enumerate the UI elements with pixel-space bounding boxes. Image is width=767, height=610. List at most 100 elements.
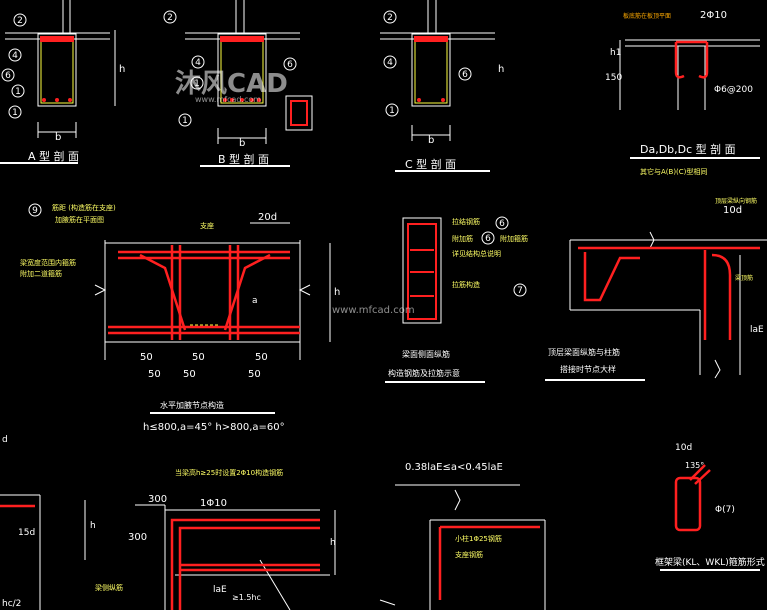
callout-1-b2: 1 (182, 116, 188, 126)
callout-circles (1, 10, 527, 297)
callout-1-c: 1 (389, 106, 395, 116)
label-mid-5: 拉筋构造 (452, 280, 480, 289)
section-d (619, 39, 760, 159)
dim-b-c: b (428, 135, 434, 146)
watermark-url-1: www.mfcad.com (195, 95, 261, 104)
label-mid-4: 详见结构总说明 (452, 249, 501, 258)
label-right-1: 顶层梁纵向钢筋 (715, 197, 757, 205)
dim-300-side: 300 (128, 532, 147, 543)
bottom-left-detail (0, 494, 336, 610)
note-haunch-mid: 支座 (200, 221, 214, 230)
caption-c: C 型 剖 面 (405, 157, 456, 171)
dim-10d-right: 10d (723, 205, 742, 216)
watermark-brand: 沐风CAD (175, 69, 288, 99)
caption-mid-1: 梁面侧面纵筋 (402, 349, 450, 359)
dim-lae-right: laE (750, 325, 764, 335)
dim-lae-bl: laE (213, 585, 227, 595)
callout-4-a: 4 (12, 51, 18, 61)
callout-6-c: 6 (462, 70, 468, 80)
callout-2-b: 2 (167, 13, 173, 23)
note-bottom-left: 当梁高h≥25时设置2Φ10构造钢筋 (175, 468, 283, 477)
bottom-mid-rebar (438, 525, 540, 600)
dim-angle-a: a (252, 296, 258, 306)
bottom-left-rebar (0, 504, 320, 610)
callout-9: 9 (32, 206, 38, 216)
section-b (185, 0, 313, 167)
dim-1phi10: 1Φ10 (200, 498, 227, 509)
stirrup-shape (660, 464, 760, 571)
callout-6-b: 6 (287, 60, 293, 70)
callout-4-b: 4 (195, 58, 201, 68)
dim-50-6: 50 (248, 369, 261, 380)
dim-h-a: h (119, 64, 125, 75)
haunch-elevation (94, 222, 331, 414)
note-slab-top: 板底筋在板顶平面 (623, 12, 671, 20)
tag-d: d (2, 435, 8, 445)
dim-b-a: b (55, 132, 61, 143)
caption-d: Da,Db,Dc 型 剖 面 (640, 142, 736, 156)
label-right-2: 梁顶筋 (735, 274, 753, 282)
label-bottom-left: 梁侧纵筋 (95, 583, 123, 592)
section-a (0, 0, 116, 164)
dim-15hc: ≥1.5hc (232, 593, 261, 602)
caption-haunch: 水平加腋节点构造 (160, 400, 224, 410)
dim-h-bl: h (90, 521, 96, 531)
dim-10d-stirrup: 10d (675, 443, 692, 453)
caption-a: A 型 剖 面 (28, 149, 79, 163)
callout-2-a: 2 (17, 16, 23, 26)
label-mid-2: 附加筋 (452, 234, 473, 243)
haunch-rebar (108, 245, 300, 340)
tag-hc2: hc/2 (2, 599, 21, 609)
bottom-mid-detail (379, 484, 546, 610)
label-mid-1: 拉结钢筋 (452, 217, 480, 226)
dim-15d: 15d (18, 528, 35, 538)
callout-6-mid2: 6 (485, 234, 491, 244)
dim-300-top: 300 (148, 494, 167, 505)
dim-b-b: b (239, 138, 245, 149)
caption-right-1: 顶层梁面纵筋与柱筋 (548, 347, 620, 357)
section-c-bars (414, 36, 448, 102)
callout-1-a2: 1 (12, 108, 18, 118)
callout-1-b: 1 (194, 79, 200, 89)
label-mid-3: 附加箍筋 (500, 234, 528, 243)
dim-h-c: h (498, 64, 504, 75)
note-haunch-2: 加腋筋在平面图 (55, 215, 104, 224)
note-haunch-hdr: 筋距 (构造筋在支座) (52, 203, 116, 212)
side-bar-detail (385, 217, 485, 383)
dim-50-2: 50 (192, 352, 205, 363)
caption-stirrup: 框架梁(KL、WKL)箍筋形式 (655, 556, 765, 568)
dim-h-haunch: h (334, 287, 340, 298)
dim-stirrup: Φ6@200 (714, 85, 753, 95)
dim-top-bar: 2Φ10 (700, 10, 727, 21)
caption-d-note: 其它与A(B)(C)型相同 (640, 167, 707, 176)
label-bottom-mid-1: 小柱1Φ25钢筋 (455, 534, 502, 543)
roof-node-rebar (578, 246, 760, 340)
dim-50-5: 50 (183, 369, 196, 380)
roof-node (545, 231, 767, 381)
caption-mid-2: 构造钢筋及拉筋示意 (388, 368, 460, 378)
dim-seismic: Φ(7) (715, 505, 735, 515)
callout-2-c: 2 (387, 13, 393, 23)
side-bar-rebar (407, 223, 437, 320)
dim-50-1: 50 (140, 352, 153, 363)
label-bottom-mid-2: 支座钢筋 (455, 550, 483, 559)
callout-6-mid: 6 (499, 219, 505, 229)
dim-50-3: 50 (255, 352, 268, 363)
callout-1-a: 1 (15, 87, 21, 97)
section-d-bars (674, 40, 709, 79)
callout-4-c: 4 (387, 58, 393, 68)
caption-b: B 型 剖 面 (218, 152, 269, 166)
section-a-bars (40, 36, 74, 102)
note-haunch-formula: h≤800,a=45° h>800,a=60° (143, 422, 285, 433)
note-haunch-left1: 梁宽度范围内箍筋 (20, 258, 76, 267)
dim-h-bl2: h (330, 538, 336, 548)
dim-20d: 20d (258, 212, 277, 223)
section-c (380, 0, 495, 172)
dim-la-range: 0.38laE≤a<0.45laE (405, 462, 503, 473)
dim-150: 150 (605, 73, 622, 83)
dim-h1: h1 (610, 48, 621, 58)
watermark-url-2: www.mfcad.com (332, 305, 415, 316)
callout-7: 7 (517, 286, 523, 296)
